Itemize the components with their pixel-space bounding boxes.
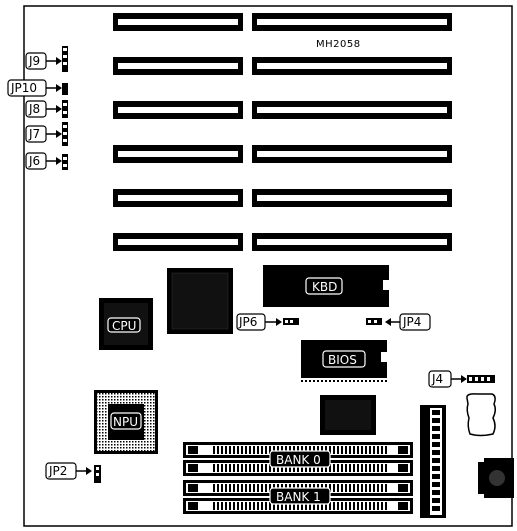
connector-pin: [432, 490, 440, 495]
svg-text:JP2: JP2: [48, 464, 67, 478]
expansion-slot: [113, 101, 243, 119]
kbd-chip: KBD: [263, 265, 389, 307]
keyboard-connector: [478, 458, 514, 498]
simm-slot: [183, 460, 413, 476]
jumper-j6: J6: [25, 152, 68, 170]
jumper-j9: J9: [25, 46, 68, 72]
svg-text:CPU: CPU: [112, 319, 136, 333]
connector-pin: [432, 442, 440, 447]
jumper-jp6: JP6: [236, 313, 299, 331]
npu-socket: NPU: [94, 390, 158, 454]
svg-text:J4: J4: [431, 372, 443, 386]
expansion-slot: [252, 101, 452, 119]
svg-text:JP4: JP4: [402, 315, 421, 329]
expansion-slot: [113, 145, 243, 163]
connector-pin: [432, 458, 440, 463]
svg-text:JP6: JP6: [238, 315, 257, 329]
bank1-label-box: [269, 487, 331, 505]
connector-pin: [432, 434, 440, 439]
expansion-slot: [113, 13, 243, 31]
bank1-label: BANK 1: [276, 490, 321, 504]
bank0-label: BANK 0: [276, 453, 321, 467]
expansion-slot: [113, 57, 243, 75]
connector-pin: [432, 482, 440, 487]
expansion-slot: [252, 145, 452, 163]
expansion-slot: [252, 189, 452, 207]
connector-pin: [432, 498, 440, 503]
svg-text:J9: J9: [28, 54, 40, 68]
connector-pin: [432, 506, 440, 511]
battery: [466, 393, 497, 437]
jumper-j8: J8: [25, 100, 68, 118]
board-model-label: MH2058: [316, 39, 361, 50]
bank0-label-box: [269, 450, 331, 468]
svg-text:J8: J8: [28, 102, 40, 116]
svg-text:J6: J6: [28, 154, 40, 168]
svg-text:J7: J7: [28, 127, 40, 141]
connector-pin: [432, 450, 440, 455]
simm-slot: [183, 442, 413, 458]
chipset-qfp: [167, 268, 233, 334]
connector-pin: [432, 418, 440, 423]
expansion-slots: [113, 13, 452, 251]
expansion-slot: [252, 13, 452, 31]
connector-pin: [432, 426, 440, 431]
connector-pin: [432, 474, 440, 479]
cpu-chip: CPU: [99, 298, 153, 350]
jumper-jp4: JP4: [366, 313, 431, 331]
expansion-slot: [113, 233, 243, 251]
jumper-jp10: JP10: [7, 79, 68, 97]
simm-banks: [183, 442, 413, 514]
simm-slot: [183, 498, 413, 514]
expansion-slot: [252, 233, 452, 251]
svg-text:BIOS: BIOS: [328, 353, 357, 367]
connector-pin: [432, 410, 440, 415]
svg-text:KBD: KBD: [312, 280, 337, 294]
svg-text:JP10: JP10: [10, 81, 37, 95]
jumper-jp2: JP2: [45, 462, 101, 483]
bios-chip: BIOS: [301, 340, 387, 382]
power-connector: [420, 405, 446, 518]
small-qfp-chip: [320, 395, 376, 435]
jumper-j7: J7: [25, 122, 68, 146]
jumper-j4: J4: [428, 370, 495, 388]
expansion-slot: [252, 57, 452, 75]
expansion-slot: [113, 189, 243, 207]
connector-pin: [432, 466, 440, 471]
svg-text:NPU: NPU: [113, 415, 138, 429]
